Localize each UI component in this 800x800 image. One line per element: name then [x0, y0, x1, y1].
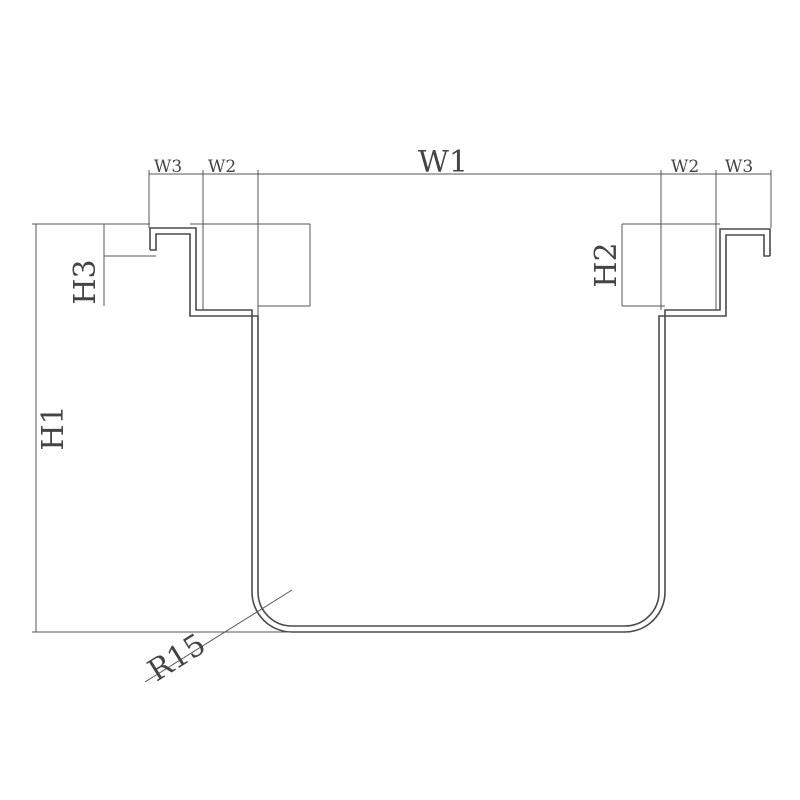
channel-profile — [149, 227, 771, 633]
dimension-labels: W1 W3 W2 W2 W3 H1 H3 H2 R15 — [36, 145, 753, 689]
r15-leader-line — [144, 589, 293, 683]
w3-left-label: W3 — [154, 157, 182, 177]
h3-label: H3 — [68, 259, 103, 304]
r15-label: R15 — [142, 627, 212, 689]
w1-label: W1 — [418, 145, 468, 180]
h2-label: H2 — [589, 242, 624, 287]
h1-label: H1 — [36, 405, 71, 450]
dimension-lines — [32, 170, 772, 683]
w3-right-label: W3 — [725, 157, 753, 177]
w2-right-label: W2 — [671, 157, 699, 177]
profile-inner-line — [150, 233, 770, 627]
profile-outer-line — [149, 227, 771, 633]
w2-left-label: W2 — [208, 157, 236, 177]
